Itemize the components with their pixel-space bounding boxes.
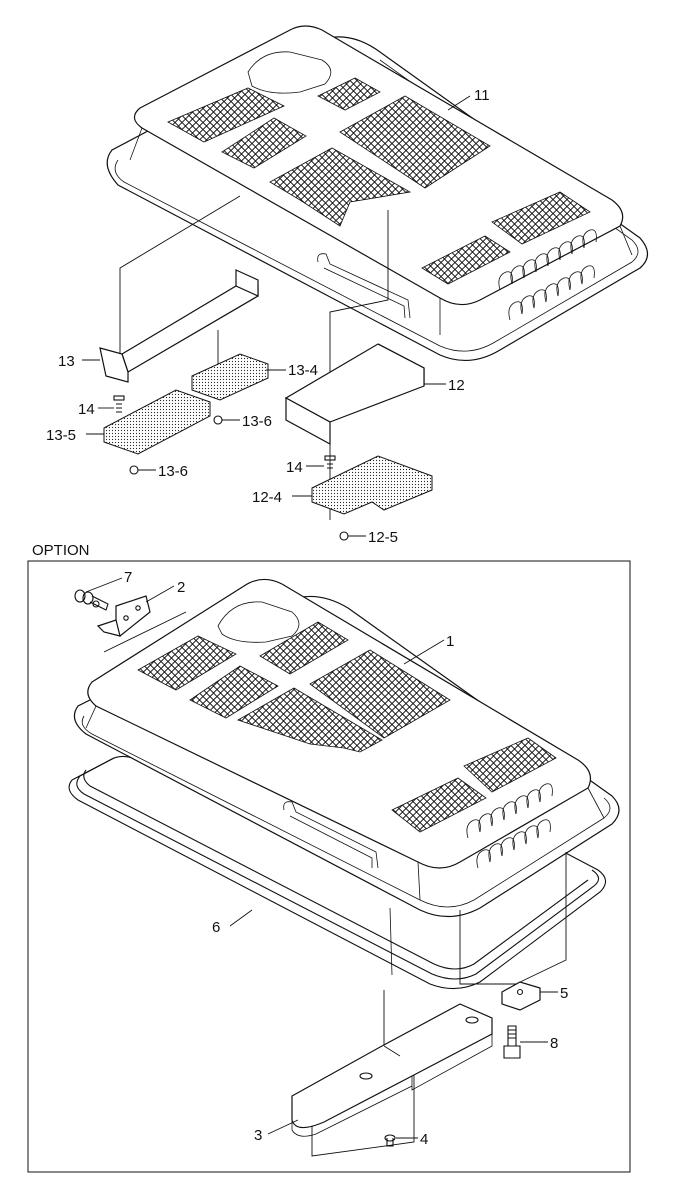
screw-4 [384,1134,396,1147]
louver-vents-option [466,783,553,869]
callout-4: 4 [420,1131,428,1148]
hinge-2 [96,595,151,637]
pad-13-5 [103,389,211,455]
bolt-8 [503,1025,521,1059]
callout-13-6-upper: 13-6 [242,413,272,430]
screw-12-5 [339,531,349,541]
cover-11 [106,25,649,362]
callout-2: 2 [177,579,185,596]
screw-13-6-upper [213,415,223,425]
callout-7: 7 [124,569,132,586]
callout-12: 12 [448,377,465,394]
option-section-label: OPTION [32,542,90,559]
callout-14-lower: 14 [286,459,303,476]
callout-13-5: 13-5 [46,427,76,444]
callout-12-5: 12-5 [368,529,398,546]
callout-1: 1 [446,633,454,650]
pad-12-4 [311,455,433,515]
screw-14-upper [113,395,125,413]
callout-8: 8 [550,1035,558,1052]
screw-14-lower [324,455,336,469]
callout-13: 13 [58,353,75,370]
callouts-option: 7 2 1 6 5 8 3 4 [85,569,568,1148]
callout-11: 11 [474,87,490,104]
callout-5: 5 [560,985,568,1002]
screw-13-6-lower [129,465,139,475]
callout-6: 6 [212,919,220,936]
bracket-13 [99,269,259,383]
callout-3: 3 [254,1127,262,1144]
callout-12-4: 12-4 [252,489,282,506]
bolt-7 [74,589,109,611]
callout-13-6-lower: 13-6 [158,463,188,480]
callout-14-upper: 14 [78,401,95,418]
bracket-3 [291,1003,493,1137]
callouts-top: 11 13 13-4 12 14 13-6 13-5 13-6 14 12-4 … [46,87,490,546]
pad-13-4 [191,353,269,401]
cover-1 [73,578,620,976]
callout-13-4: 13-4 [288,362,318,379]
louver-vents [498,229,597,321]
bracket-12 [284,343,425,446]
option-frame [27,560,631,1173]
block-5 [501,981,541,1011]
